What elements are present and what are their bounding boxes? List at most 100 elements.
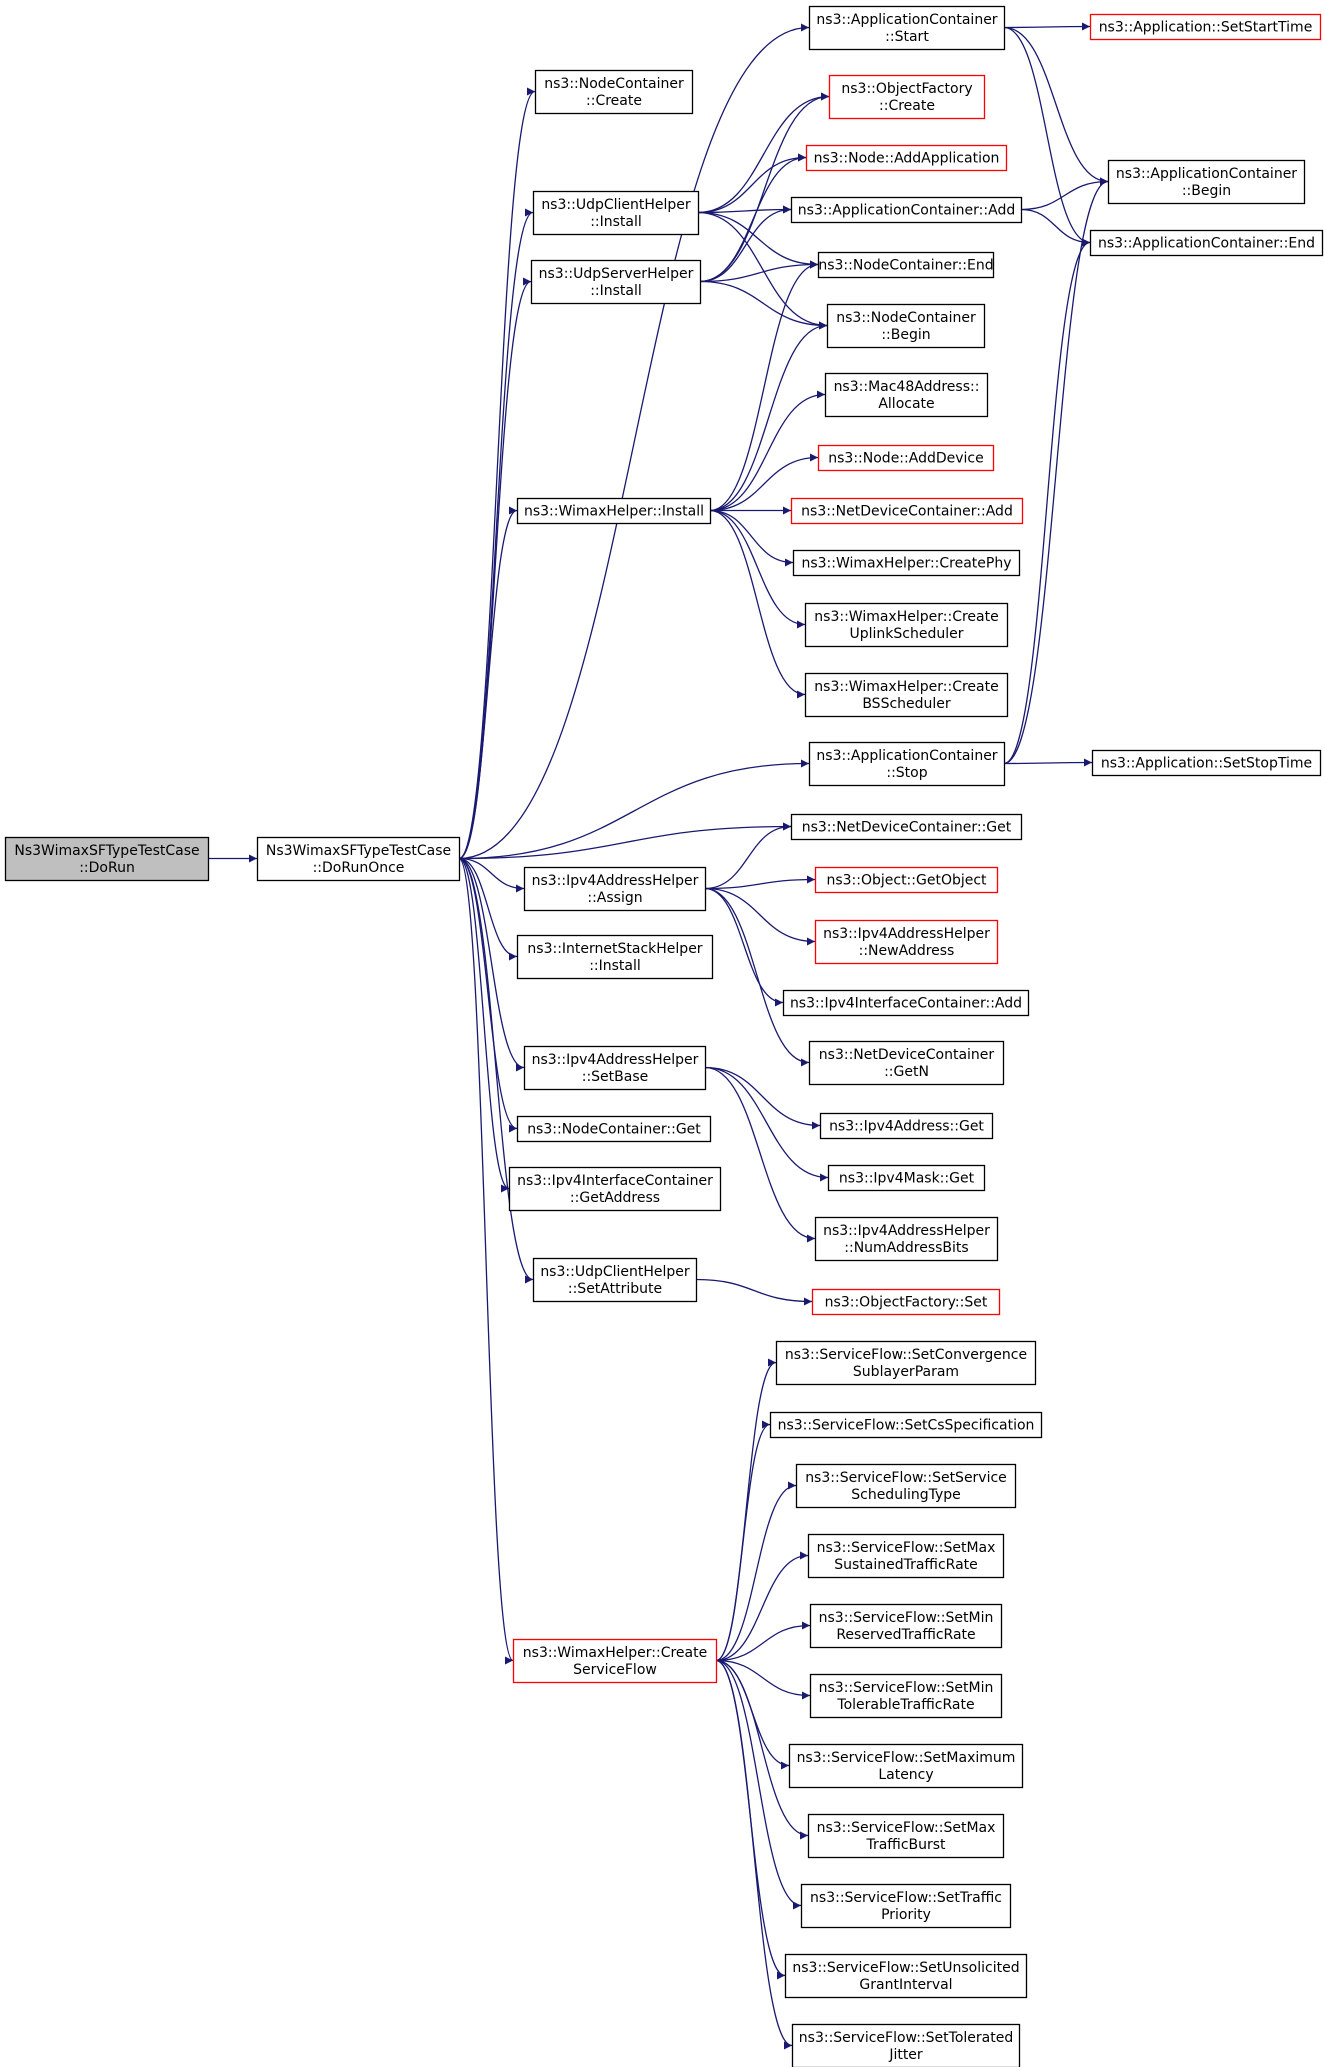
edge-wimax-install-to-wimax-createuplink xyxy=(709,509,806,629)
node-ndc-add[interactable]: ns3::NetDeviceContainer::Add xyxy=(790,497,1024,525)
node-label: ::SetBase xyxy=(582,1069,649,1085)
node-udpserver-install[interactable]: ns3::UdpServerHelper::Install xyxy=(530,259,702,305)
node-box xyxy=(792,549,1021,577)
node-of-create[interactable]: ns3::ObjectFactory::Create xyxy=(828,74,986,120)
node-label: ::DoRunOnce xyxy=(313,860,405,876)
node-sf-setminres[interactable]: ns3::ServiceFlow::SetMinReservedTrafficR… xyxy=(809,1603,1003,1649)
edge-ac-add-to-ac-end xyxy=(1020,208,1091,247)
edge-dorunonce-to-nc-create xyxy=(458,87,536,860)
node-box xyxy=(790,497,1024,525)
node-label: ns3::ApplicationContainer xyxy=(816,748,997,764)
node-ac-stop[interactable]: ns3::ApplicationContainer::Stop xyxy=(808,741,1006,787)
node-of-set[interactable]: ns3::ObjectFactory::Set xyxy=(811,1288,1001,1316)
node-box xyxy=(826,303,986,349)
edge-ac-start-to-ac-begin xyxy=(1003,26,1109,186)
node-ac-start[interactable]: ns3::ApplicationContainer::Start xyxy=(808,5,1006,51)
node-label: ::SetAttribute xyxy=(568,1281,662,1297)
node-wimax-install[interactable]: ns3::WimaxHelper::Install xyxy=(516,497,712,525)
node-label: ::GetN xyxy=(884,1064,929,1080)
node-label: Ns3WimaxSFTypeTestCase xyxy=(14,843,199,859)
edge-dorunonce-to-ipv4ic-getaddress xyxy=(458,857,510,1193)
node-box xyxy=(4,836,210,882)
node-box xyxy=(808,5,1006,51)
node-ac-add[interactable]: ns3::ApplicationContainer::Add xyxy=(790,196,1023,224)
node-label: ::Install xyxy=(590,214,642,230)
node-ipv4ah-newaddress[interactable]: ns3::Ipv4AddressHelper::NewAddress xyxy=(814,919,999,965)
edge-ipv4ah-assign-to-ndc-getn xyxy=(704,887,810,1067)
edge-dorunonce-to-wimax-createsf xyxy=(458,857,514,1665)
node-label: ns3::ServiceFlow::SetCsSpecification xyxy=(778,1418,1035,1434)
node-box xyxy=(827,1164,986,1192)
node-ipv4ah-setbase[interactable]: ns3::Ipv4AddressHelper::SetBase xyxy=(523,1045,707,1091)
node-label: ns3::ApplicationContainer::End xyxy=(1098,236,1315,252)
node-nc-get[interactable]: ns3::NodeContainer::Get xyxy=(516,1115,712,1143)
node-label: ns3::Ipv4AddressHelper xyxy=(532,1052,699,1068)
node-box xyxy=(512,1638,718,1684)
node-udpclient-install[interactable]: ns3::UdpClientHelper::Install xyxy=(532,190,700,236)
node-sf-setunsol[interactable]: ns3::ServiceFlow::SetUnsolicitedGrantInt… xyxy=(784,1953,1028,1999)
node-obj-getobject[interactable]: ns3::Object::GetObject xyxy=(814,866,999,894)
node-label: ::Stop xyxy=(886,765,927,781)
node-ac-end[interactable]: ns3::ApplicationContainer::End xyxy=(1089,229,1324,257)
node-ipv4ic-getaddress[interactable]: ns3::Ipv4InterfaceContainer::GetAddress xyxy=(508,1166,722,1212)
node-label: ::Create xyxy=(879,98,935,114)
node-ipv4ic-add[interactable]: ns3::Ipv4InterfaceContainer::Add xyxy=(782,989,1030,1017)
node-sf-setmaxsust[interactable]: ns3::ServiceFlow::SetMaxSustainedTraffic… xyxy=(807,1533,1005,1579)
node-wimax-createphy[interactable]: ns3::WimaxHelper::CreatePhy xyxy=(792,549,1021,577)
node-label: ns3::WimaxHelper::Install xyxy=(524,504,704,520)
node-ac-begin[interactable]: ns3::ApplicationContainer::Begin xyxy=(1107,159,1306,205)
node-node-addapp[interactable]: ns3::Node::AddApplication xyxy=(805,144,1008,172)
node-ipv4ah-assign[interactable]: ns3::Ipv4AddressHelper::Assign xyxy=(523,866,707,912)
edge-udpclient-install-to-ac-add xyxy=(697,205,792,214)
node-label: ::GetAddress xyxy=(570,1190,660,1206)
edge-wimax-createsf-to-sf-setminres xyxy=(715,1621,811,1662)
node-box xyxy=(814,866,999,894)
node-ipv4mask-get[interactable]: ns3::Ipv4Mask::Get xyxy=(827,1164,986,1192)
node-label: ns3::Ipv4AddressHelper xyxy=(823,1223,990,1239)
node-udpclient-setattr[interactable]: ns3::UdpClientHelper::SetAttribute xyxy=(532,1257,698,1303)
node-mac48-allocate[interactable]: ns3::Mac48Address::Allocate xyxy=(824,372,989,418)
node-sf-setcsspec[interactable]: ns3::ServiceFlow::SetCsSpecification xyxy=(769,1411,1043,1439)
node-box xyxy=(530,259,702,305)
node-label: ns3::NodeContainer::Get xyxy=(527,1122,701,1138)
node-label: ns3::Ipv4AddressHelper xyxy=(823,926,990,942)
edge-udpserver-install-to-node-addapp xyxy=(699,153,807,283)
node-label: ::Begin xyxy=(881,327,930,343)
node-label: ns3::ApplicationContainer xyxy=(1116,166,1297,182)
node-label: ::Install xyxy=(590,283,642,299)
node-box xyxy=(508,1166,722,1212)
node-sf-setconv[interactable]: ns3::ServiceFlow::SetConvergenceSublayer… xyxy=(775,1340,1037,1386)
node-label: SchedulingType xyxy=(851,1487,961,1503)
node-label: ns3::ApplicationContainer::Add xyxy=(798,203,1015,219)
node-ndc-get[interactable]: ns3::NetDeviceContainer::Get xyxy=(790,813,1023,841)
node-dorunonce[interactable]: Ns3WimaxSFTypeTestCase::DoRunOnce xyxy=(256,836,461,882)
node-label: ::DoRun xyxy=(79,860,135,876)
edge-udpserver-install-to-ac-add xyxy=(699,205,792,283)
node-nc-begin[interactable]: ns3::NodeContainer::Begin xyxy=(826,303,986,349)
node-inetstack-install[interactable]: ns3::InternetStackHelper::Install xyxy=(516,934,714,980)
node-ipv4ah-numbits[interactable]: ns3::Ipv4AddressHelper::NumAddressBits xyxy=(814,1216,999,1262)
edge-ipv4ah-setbase-to-ipv4mask-get xyxy=(704,1066,829,1182)
node-nc-end[interactable]: ns3::NodeContainer::End xyxy=(817,251,995,279)
node-box xyxy=(516,1115,712,1143)
node-node-adddevice[interactable]: ns3::Node::AddDevice xyxy=(817,444,995,472)
node-app-setstop[interactable]: ns3::Application::SetStopTime xyxy=(1091,749,1322,777)
node-nc-create[interactable]: ns3::NodeContainer::Create xyxy=(534,69,694,115)
node-box xyxy=(788,1743,1024,1789)
node-sf-setsched[interactable]: ns3::ServiceFlow::SetServiceSchedulingTy… xyxy=(795,1463,1017,1509)
edge-wimax-install-to-node-adddevice xyxy=(709,453,819,512)
node-label: ns3::Ipv4Address::Get xyxy=(829,1119,984,1135)
edge-udpserver-install-to-nc-end xyxy=(699,260,819,283)
node-sf-setmintol[interactable]: ns3::ServiceFlow::SetMinTolerableTraffic… xyxy=(809,1673,1003,1719)
node-app-setstart[interactable]: ns3::Application::SetStartTime xyxy=(1089,13,1322,41)
node-ndc-getn[interactable]: ns3::NetDeviceContainer::GetN xyxy=(808,1040,1005,1086)
node-ipv4addr-get[interactable]: ns3::Ipv4Address::Get xyxy=(819,1112,994,1140)
